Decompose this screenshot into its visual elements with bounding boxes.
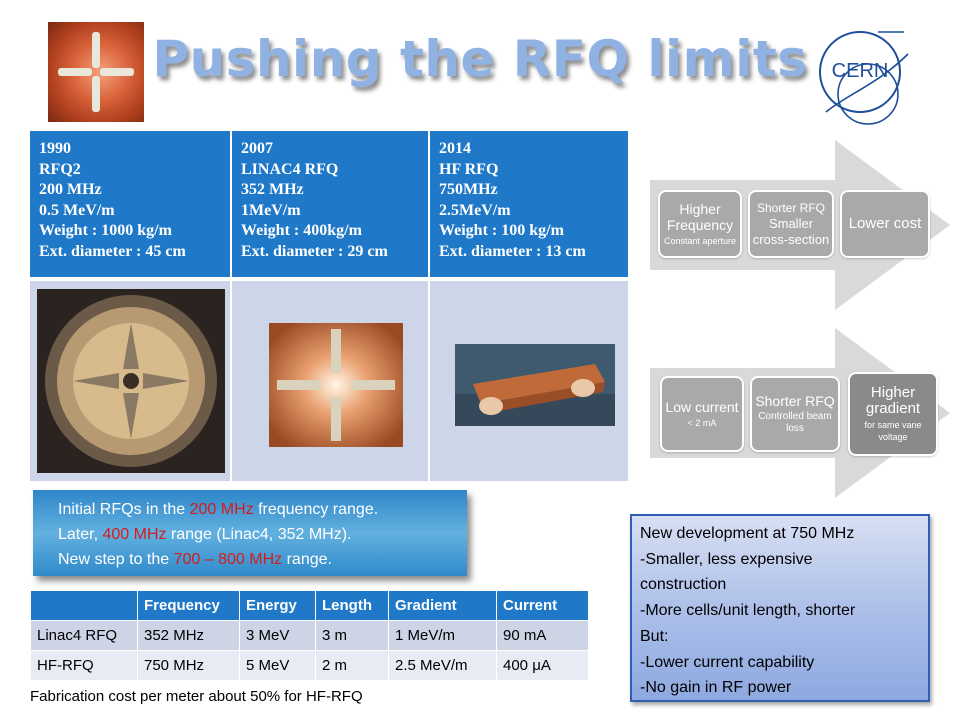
cern-logo: CERN: [819, 31, 909, 125]
table-cell: 5 MeV: [239, 650, 316, 681]
frequency: 200 MHz: [39, 181, 102, 198]
chevron-box-shorter-rfq: Shorter RFQ Smaller cross-section: [748, 190, 834, 258]
weight: Weight : 100 kg/m: [439, 222, 564, 239]
chevron-box-low-current: Low current < 2 mA: [660, 376, 744, 452]
box-sublabel: Smaller cross-section: [752, 216, 830, 247]
table-header-cell: Frequency: [137, 590, 240, 621]
table-header-cell: [30, 590, 138, 621]
box-sublabel: < 2 mA: [687, 418, 717, 428]
year: 1990: [39, 140, 71, 157]
diameter: Ext. diameter : 45 cm: [39, 242, 186, 260]
cost-caption: Fabrication cost per meter about 50% for…: [30, 688, 363, 705]
table-header-cell: Gradient: [388, 590, 497, 621]
table-cell: 1 MeV/m: [388, 620, 497, 651]
table-cell: 750 MHz: [137, 650, 240, 681]
table-cell: 3 m: [315, 620, 389, 651]
linac4-photo-cell: [232, 281, 428, 481]
note-line-3: New step to the 700 – 800 MHz range.: [58, 551, 332, 568]
gradient: 2.5MeV/m: [439, 201, 511, 219]
chevron-diagram-cost: Higher Frequency Constant aperture Short…: [650, 140, 950, 310]
table-cell: HF-RFQ: [30, 650, 138, 681]
chevron-box-lower-cost: Lower cost: [840, 190, 930, 258]
hf-rfq-photo: [455, 344, 615, 426]
note-line-1: Initial RFQs in the 200 MHz frequency ra…: [58, 501, 379, 518]
note-line-2: Later, 400 MHz range (Linac4, 352 MHz).: [58, 526, 352, 543]
rfq-thumbnail-image: [48, 22, 144, 122]
box-label: Shorter RFQ: [755, 393, 835, 409]
diameter: Ext. diameter : 13 cm: [439, 242, 586, 260]
cern-logo-text: CERN: [832, 60, 889, 82]
dev-line: New development at 750 MHz: [640, 525, 855, 542]
column-linac4-rfq: 2007 LINAC4 RFQ 352 MHz 1MeV/m Weight : …: [232, 131, 428, 277]
table-cell: 2 m: [315, 650, 389, 681]
table-header-cell: Length: [315, 590, 389, 621]
rfq-name: HF RFQ: [439, 160, 499, 178]
diameter: Ext. diameter : 29 cm: [241, 242, 388, 260]
frequency: 352 MHz: [241, 181, 304, 198]
table-header-cell: Current: [496, 590, 589, 621]
table-cell: 352 MHz: [137, 620, 240, 651]
rfq-parameter-table: Frequency Energy Length Gradient Current…: [30, 590, 589, 681]
box-label: Higher Frequency: [666, 201, 734, 233]
dev-line: -Smaller, less expensive: [640, 550, 813, 568]
table-row: HF-RFQ 750 MHz 5 MeV 2 m 2.5 MeV/m 400 μ…: [30, 650, 589, 681]
gradient: 1MeV/m: [241, 201, 301, 219]
rfq-comparison-grid: 1990 RFQ2 200 MHz 0.5 MeV/m Weight : 100…: [30, 131, 628, 481]
table-cell: 90 mA: [496, 620, 589, 651]
frequency: 750MHz: [439, 181, 498, 198]
table-row: Linac4 RFQ 352 MHz 3 MeV 3 m 1 MeV/m 90 …: [30, 620, 589, 651]
weight: Weight : 400kg/m: [241, 222, 362, 239]
box-label: Shorter RFQ: [756, 201, 825, 215]
box-label: Lower cost: [848, 215, 922, 232]
dev-line: construction: [640, 576, 727, 594]
box-sublabel: Constant aperture: [663, 236, 737, 246]
rfq2-photo: [37, 289, 225, 473]
hf-rfq-photo-cell: [430, 281, 628, 481]
year: 2007: [241, 140, 273, 157]
weight: Weight : 1000 kg/m: [39, 222, 172, 239]
rfq-name: LINAC4 RFQ: [241, 160, 339, 178]
box-sublabel: for same vane voltage: [864, 420, 922, 442]
new-development-box: New development at 750 MHz -Smaller, les…: [630, 514, 930, 702]
box-label: Higher gradient: [865, 384, 921, 417]
chevron-diagram-gradient: Low current < 2 mA Shorter RFQ Controlle…: [650, 328, 950, 498]
rfq-name: RFQ2: [39, 160, 81, 178]
table-cell: Linac4 RFQ: [30, 620, 138, 651]
frequency-history-note: Initial RFQs in the 200 MHz frequency ra…: [33, 490, 467, 576]
chevron-box-higher-gradient: Higher gradient for same vane voltage: [848, 372, 938, 456]
column-hf-rfq: 2014 HF RFQ 750MHz 2.5MeV/m Weight : 100…: [430, 131, 628, 277]
table-cell: 2.5 MeV/m: [388, 650, 497, 681]
chevron-box-shorter-rfq-2: Shorter RFQ Controlled beam loss: [750, 376, 840, 452]
table-cell: 400 μA: [496, 650, 589, 681]
dev-line: -More cells/unit length, shorter: [640, 602, 856, 620]
table-header-row: Frequency Energy Length Gradient Current: [30, 590, 589, 621]
table-header-cell: Energy: [239, 590, 316, 621]
gradient: 0.5 MeV/m: [39, 201, 115, 219]
box-sublabel: Controlled beam loss: [758, 411, 832, 434]
chevron-box-higher-frequency: Higher Frequency Constant aperture: [658, 190, 742, 258]
rfq2-photo-cell: [30, 281, 230, 481]
dev-line: -No gain in RF power: [640, 679, 792, 697]
page-title: Pushing the RFQ limits: [152, 30, 808, 88]
linac4-rfq-photo: [269, 323, 403, 447]
box-label: Low current: [665, 399, 739, 415]
dev-line: -Lower current capability: [640, 653, 815, 671]
dev-line: But:: [640, 627, 669, 645]
year: 2014: [439, 140, 471, 157]
column-rfq2: 1990 RFQ2 200 MHz 0.5 MeV/m Weight : 100…: [30, 131, 230, 277]
table-cell: 3 MeV: [239, 620, 316, 651]
